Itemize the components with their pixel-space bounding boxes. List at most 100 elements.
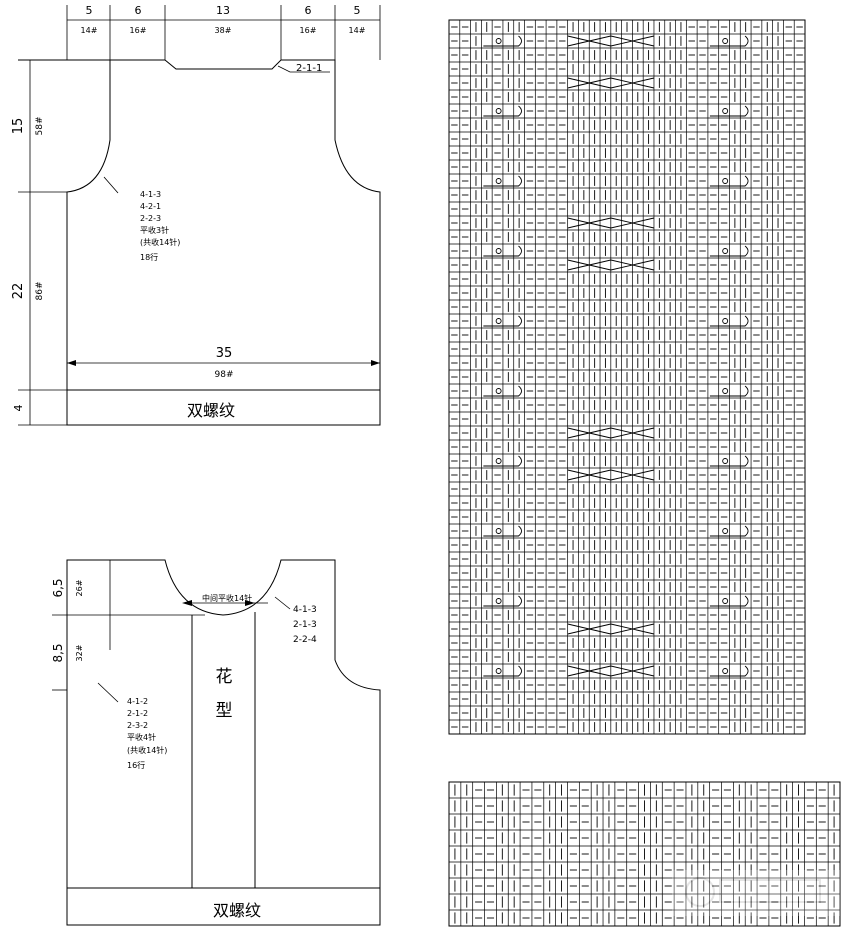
main-stitch-chart: [448, 19, 806, 735]
twist-symbol: [483, 665, 522, 677]
neck-leader-line: [277, 65, 330, 73]
back-width-stitches: 98#: [215, 370, 234, 380]
cable-cross-symbol: [610, 469, 655, 481]
cable-cross-symbol: [567, 217, 611, 229]
back-neck-note: 2-1-1: [296, 63, 322, 74]
twist-symbol: [709, 665, 749, 677]
yarn-over-symbol: [722, 318, 729, 324]
twist-symbol: [709, 525, 749, 537]
twist-symbol: [483, 245, 522, 257]
back-stitch-count: 38#: [215, 26, 232, 35]
twist-symbol: [483, 175, 522, 187]
twist-symbol: [483, 385, 522, 397]
twist-symbol: [483, 105, 522, 117]
neck-leader-line: [274, 596, 291, 610]
back-armhole-note: 4-2-1: [140, 202, 161, 211]
yarn-over-symbol: [495, 598, 502, 604]
cable-cross-symbol: [610, 427, 655, 439]
cable-cross-symbol: [610, 35, 655, 47]
cable-cross-symbol: [567, 623, 611, 635]
front-rib-label: 双螺纹: [213, 901, 261, 920]
twist-symbol: [483, 35, 522, 47]
yarn-over-symbol: [495, 388, 502, 394]
yarn-over-symbol: [722, 458, 729, 464]
yarn-over-symbol: [722, 178, 729, 184]
twist-symbol: [709, 175, 749, 187]
yarn-over-symbol: [495, 528, 502, 534]
back-stitch-count: 16#: [130, 26, 147, 35]
front-piece-diagram: 双螺纹 6,5 26# 8,5 32# 中间平收14针 4-1-3 2-1-3 …: [51, 559, 381, 926]
front-armhole-height: 8,5: [51, 643, 65, 662]
yarn-over-symbol: [495, 458, 502, 464]
watermark-logo: [672, 870, 840, 916]
back-armhole-note: (共收14针): [140, 237, 180, 247]
yarn-over-symbol: [495, 108, 502, 114]
cable-cross-symbol: [567, 665, 611, 677]
twist-symbol: [709, 245, 749, 257]
back-armhole-note: 4-1-3: [140, 190, 161, 199]
front-armhole-note: 2-3-2: [127, 721, 148, 730]
twist-symbol: [709, 385, 749, 397]
back-body-height: 22: [11, 283, 26, 300]
front-neck-note: 2-2-4: [293, 635, 317, 645]
twist-symbol: [709, 315, 749, 327]
armhole-leader-line: [103, 176, 119, 194]
front-armhole-rows: 32#: [75, 644, 84, 661]
twist-symbol: [709, 595, 749, 607]
yarn-over-symbol: [722, 108, 729, 114]
back-armhole-note: 2-2-3: [140, 214, 161, 223]
yarn-over-symbol: [495, 248, 502, 254]
twist-symbol: [483, 595, 522, 607]
yarn-over-symbol: [722, 388, 729, 394]
back-width-label: 5: [86, 4, 93, 17]
yarn-over-symbol: [495, 38, 502, 44]
back-stitch-count: 14#: [349, 26, 366, 35]
back-body-rows: 86#: [35, 282, 45, 301]
arrowhead: [67, 360, 76, 366]
twist-symbol: [709, 455, 749, 467]
front-pattern-label: 型: [216, 701, 233, 721]
chart-border: [448, 781, 841, 927]
yarn-over-symbol: [722, 38, 729, 44]
rib-stitch-chart: [448, 781, 841, 927]
twist-symbol: [483, 525, 522, 537]
yarn-over-symbol: [722, 528, 729, 534]
back-piece-diagram: 5 6 13 6 5 14# 16# 38# 16# 14# 双螺纹 2-1-1…: [11, 4, 381, 426]
cable-cross-symbol: [567, 77, 611, 89]
twist-symbol: [483, 315, 522, 327]
back-rib-label: 双螺纹: [187, 401, 235, 420]
front-neck-height: 6,5: [51, 578, 65, 597]
back-width-label: 6: [305, 4, 312, 17]
front-armhole-note: 2-1-2: [127, 709, 148, 718]
back-armhole-rows: 58#: [35, 117, 45, 136]
back-stitch-count: 16#: [300, 26, 317, 35]
cable-cross-symbol: [567, 35, 611, 47]
back-stitch-count: 14#: [81, 26, 98, 35]
back-width-label: 6: [135, 4, 142, 17]
front-piece-outline: [66, 559, 381, 926]
arrowhead: [182, 600, 192, 606]
chart-border: [448, 19, 806, 735]
arrowhead: [371, 360, 380, 366]
front-armhole-note: (共收14针): [127, 745, 167, 755]
front-armhole-note: 平收4针: [127, 732, 156, 742]
yarn-over-symbol: [495, 178, 502, 184]
twist-symbol: [709, 35, 749, 47]
twist-symbol: [483, 455, 522, 467]
back-width-total: 35: [216, 346, 233, 361]
cable-cross-symbol: [610, 77, 655, 89]
front-pattern-label: 花: [216, 667, 233, 687]
yarn-over-symbol: [495, 668, 502, 674]
arrowhead: [245, 600, 255, 606]
yarn-over-symbol: [722, 668, 729, 674]
back-armhole-height: 15: [11, 118, 26, 135]
yarn-over-symbol: [722, 248, 729, 254]
cable-cross-symbol: [567, 259, 611, 271]
cable-cross-symbol: [567, 427, 611, 439]
back-piece-outline: [18, 59, 381, 426]
yarn-over-symbol: [722, 598, 729, 604]
back-width-label: 13: [216, 4, 230, 17]
front-neck-note: 2-1-3: [293, 620, 317, 630]
cable-cross-symbol: [610, 259, 655, 271]
